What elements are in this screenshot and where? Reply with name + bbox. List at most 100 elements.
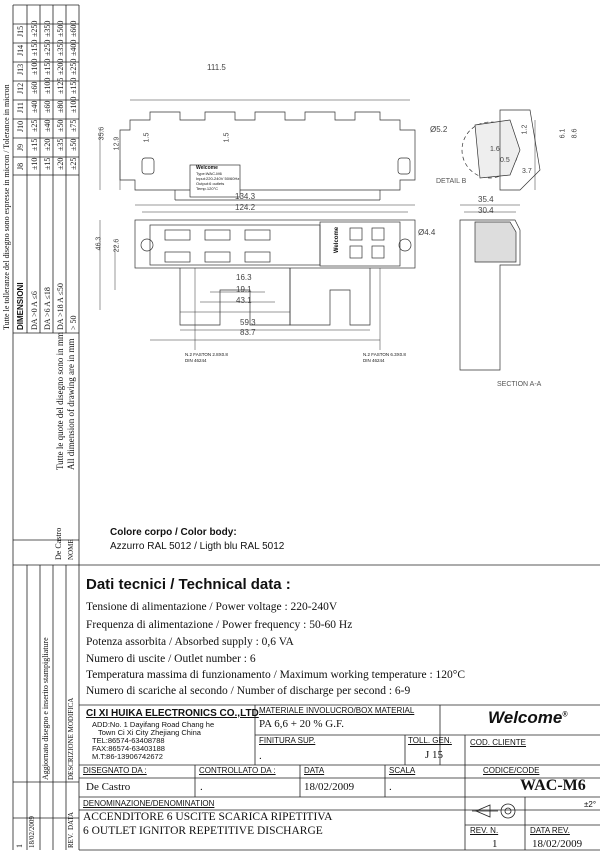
rev-author: De Castro bbox=[54, 527, 63, 560]
tol-cell: ±40 bbox=[30, 100, 39, 113]
dim-detail-v2: 8.6 bbox=[571, 128, 579, 139]
tol-header: J10 bbox=[16, 120, 25, 132]
rev-header-rev: REV. bbox=[67, 833, 75, 848]
tol-header: J13 bbox=[16, 63, 25, 75]
material-value: PA 6,6 + 20 % G.F. bbox=[259, 718, 344, 730]
toll-value: J 15 bbox=[425, 749, 444, 761]
rev-date: 18/02/2009 bbox=[28, 816, 36, 848]
tol-cell: ±600 bbox=[69, 20, 78, 37]
tolerance-symbol: ±2° bbox=[584, 800, 597, 809]
dim-height-a: 46.3 bbox=[95, 236, 103, 251]
rev-number: 1 bbox=[15, 844, 24, 848]
tol-cell: ±250 bbox=[69, 58, 78, 75]
scale-label: SCALA bbox=[389, 766, 416, 775]
brand-logo: Welcome® bbox=[488, 708, 568, 727]
color-body-value: Azzurro RAL 5012 / Ligth blu RAL 5012 bbox=[110, 541, 285, 552]
dim-top-width: 111.5 bbox=[207, 63, 226, 72]
rev-header-desc: DESCRIZIONE MODIFICA bbox=[67, 697, 75, 780]
dim-detail-v1: 6.1 bbox=[559, 128, 567, 139]
tol-cell: ±75 bbox=[69, 119, 78, 132]
dim-top-small-a: 1.5 bbox=[143, 132, 151, 143]
tol-cell: ±500 bbox=[56, 20, 65, 37]
rev-header-date: DATA bbox=[67, 811, 75, 830]
tol-row-label: DA >6 A ≤18 bbox=[43, 287, 52, 330]
dim-detail-r3: 3.7 bbox=[522, 168, 532, 175]
tol-cell: ±20 bbox=[43, 138, 52, 151]
tol-cell: ±200 bbox=[56, 58, 65, 75]
company-name: CI XI HUIKA ELECTRONICS CO.,LTD bbox=[86, 708, 259, 719]
tol-cell: ±150 bbox=[43, 58, 52, 75]
dim-width-total: 134.3 bbox=[235, 192, 256, 201]
tol-header: J14 bbox=[16, 44, 25, 56]
projection-symbol-icon bbox=[472, 803, 516, 819]
denom-label: DENOMINAZIONE/DENOMINATION bbox=[83, 799, 215, 808]
detail-b-label: DETAIL B bbox=[436, 178, 467, 185]
client-label: COD. CLIENTE bbox=[470, 738, 527, 747]
tech-line: Frequenza di alimentazione / Power frequ… bbox=[86, 619, 353, 631]
tol-header: J11 bbox=[16, 102, 25, 113]
device-brand-mark: Welcome bbox=[334, 226, 341, 254]
tol-cell: ±15 bbox=[43, 157, 52, 170]
tolerance-note: Tutte le tolleranze del disegno sono esp… bbox=[2, 84, 11, 330]
finish-label: FINITURA SUP. bbox=[259, 736, 316, 745]
scale-value: . bbox=[389, 781, 392, 793]
dim-side-w1: 35.4 bbox=[478, 195, 494, 204]
tol-header: J15 bbox=[16, 25, 25, 37]
rev-header-name: NOME bbox=[67, 539, 75, 560]
dim-detail-r1: 1.6 bbox=[490, 146, 500, 153]
tech-line: Tensione di alimentazione / Power voltag… bbox=[86, 601, 338, 613]
dimension-note-en: All dimension of drawing are in mm bbox=[66, 338, 76, 470]
tol-header: J8 bbox=[16, 162, 25, 170]
dim-side-w2: 30.4 bbox=[478, 206, 494, 215]
date-value: 18/02/2009 bbox=[304, 781, 355, 793]
rev-value: 1 bbox=[492, 838, 498, 850]
tol-header: J12 bbox=[16, 82, 25, 94]
tol-cell: ±10 bbox=[30, 157, 39, 170]
tol-header: J9 bbox=[16, 143, 25, 151]
tol-cell: ±100 bbox=[69, 96, 78, 113]
tol-cell: ±150 bbox=[69, 77, 78, 94]
tol-cell: ±400 bbox=[69, 39, 78, 56]
dim-height-b: 22.6 bbox=[113, 238, 121, 253]
dim-width-inner: 124.2 bbox=[235, 203, 256, 212]
date-label: DATA bbox=[304, 766, 325, 775]
company-address: ADD:No. 1 Dayifang Road Chang he Town Ci… bbox=[92, 720, 215, 761]
dim-top-height-a: 35.6 bbox=[98, 126, 106, 141]
dim-top-height-b: 12.9 bbox=[113, 136, 121, 151]
dim-d2: 19.1 bbox=[236, 285, 252, 294]
tol-header-dim: DIMENSIONI bbox=[16, 282, 25, 330]
tol-cell: ±150 bbox=[30, 39, 39, 56]
rev-label: REV. N. bbox=[470, 826, 499, 835]
finish-value: . bbox=[259, 750, 262, 762]
code-value: WAC-M6 bbox=[520, 777, 586, 794]
dim-detail-dia: Ø5.2 bbox=[430, 125, 448, 134]
dim-d5: 83.7 bbox=[240, 328, 256, 337]
tol-cell: ±60 bbox=[30, 81, 39, 94]
tol-cell: ±100 bbox=[43, 77, 52, 94]
tol-row-label: > 50 bbox=[69, 315, 78, 330]
rev-description: Aggiornato disegno e inserito stampiglia… bbox=[41, 637, 50, 780]
tol-cell: ±100 bbox=[30, 58, 39, 75]
dim-hole-dia: Ø4.4 bbox=[418, 228, 436, 237]
rev-date-value: 18/02/2009 bbox=[532, 838, 583, 850]
section-label: SECTION A-A bbox=[497, 381, 542, 388]
dim-detail-v3: 1.2 bbox=[521, 124, 529, 135]
technical-drawing bbox=[99, 99, 541, 371]
toll-label: TOLL. GEN. bbox=[408, 736, 452, 745]
dim-d1: 16.3 bbox=[236, 273, 252, 282]
tol-cell: ±40 bbox=[43, 119, 52, 132]
tol-row-label: DA >0 A ≤6 bbox=[30, 291, 39, 330]
tech-line: Temperatura massima di funzionamento / M… bbox=[86, 669, 466, 681]
denom-it: ACCENDITORE 6 USCITE SCARICA RIPETITIVA bbox=[83, 811, 333, 823]
tol-cell: ±80 bbox=[56, 100, 65, 113]
dim-top-small-b: 1.5 bbox=[223, 132, 231, 143]
tol-cell: ±350 bbox=[56, 39, 65, 56]
tech-line: Numero di scariche al secondo / Number o… bbox=[86, 685, 411, 697]
tol-cell: ±125 bbox=[56, 77, 65, 94]
tol-row-label: DA >18 A ≤50 bbox=[56, 283, 65, 330]
